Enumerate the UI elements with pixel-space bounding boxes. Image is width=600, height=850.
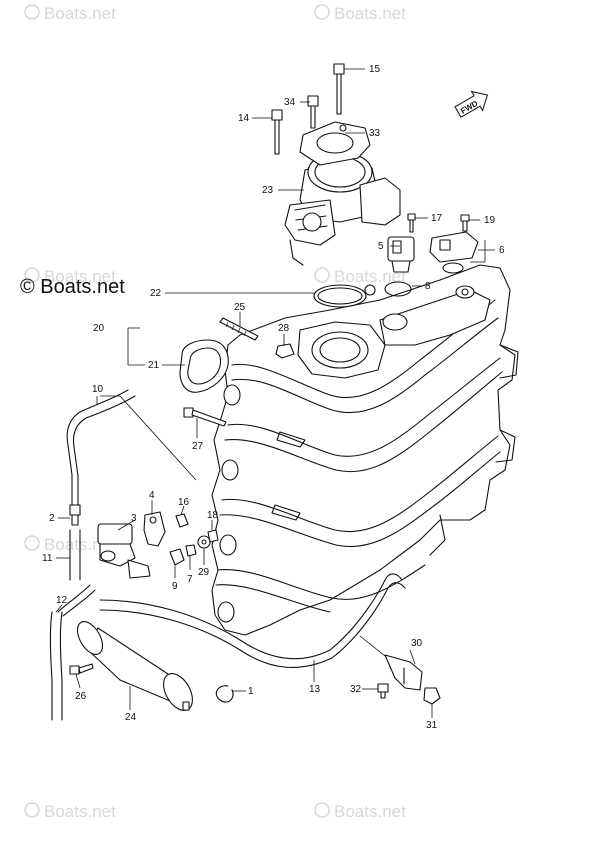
callout-14: 14 xyxy=(238,113,250,124)
callout-4: 4 xyxy=(149,490,155,501)
washer-29 xyxy=(197,535,211,549)
stud-25 xyxy=(219,317,259,341)
callout-1: 1 xyxy=(248,686,254,697)
callout-15: 15 xyxy=(369,64,381,75)
bolt-26 xyxy=(69,663,94,675)
callout-11: 11 xyxy=(42,553,53,564)
callout-21: 21 xyxy=(148,360,160,371)
o-ring-6 xyxy=(442,262,464,274)
gasket-21 xyxy=(179,339,229,393)
callout-12: 12 xyxy=(56,595,68,606)
sensor-6 xyxy=(429,231,479,263)
callout-2: 2 xyxy=(49,513,55,524)
leader-lines xyxy=(55,68,495,718)
callout-5: 5 xyxy=(378,241,384,252)
callout-27: 27 xyxy=(192,441,204,452)
watermark-bottom-right: Boats.net xyxy=(314,802,406,821)
callout-7: 7 xyxy=(187,574,193,585)
screw-19 xyxy=(460,214,470,232)
callout-32: 32 xyxy=(350,684,362,695)
bolt-32 xyxy=(377,683,389,699)
brand-copyright-text: © Boats.net xyxy=(20,276,125,298)
bracket-30 xyxy=(384,654,423,691)
watermark-top-left: Boats.net xyxy=(24,4,116,23)
valve-3 xyxy=(97,523,151,579)
fwd-arrow-icon: FWD xyxy=(454,90,489,118)
callout-34: 34 xyxy=(284,97,296,108)
o-ring-8 xyxy=(384,281,412,297)
screw-18 xyxy=(207,529,219,543)
bolt-14 xyxy=(271,109,283,155)
callout-labels: 1 2 3 4 5 6 7 8 9 10 11 12 13 14 15 16 1… xyxy=(42,64,505,731)
svg-text:Boats.net: Boats.net xyxy=(44,4,116,23)
watermark-mid-right: Boats.net xyxy=(314,267,406,286)
callout-24: 24 xyxy=(125,712,137,723)
callout-26: 26 xyxy=(75,691,87,702)
callout-29: 29 xyxy=(198,567,210,578)
filter-24 xyxy=(76,621,193,711)
fitting-2 xyxy=(69,504,81,526)
callout-13: 13 xyxy=(309,684,321,695)
callout-31: 31 xyxy=(426,720,438,731)
nut-31 xyxy=(423,687,441,705)
callout-22: 22 xyxy=(150,288,162,299)
callout-6: 6 xyxy=(499,245,505,256)
hose-11 xyxy=(69,529,81,581)
callout-17: 17 xyxy=(431,213,443,224)
callout-3: 3 xyxy=(131,513,137,524)
screw-17 xyxy=(407,213,416,233)
sensor-5 xyxy=(387,236,415,273)
callout-25: 25 xyxy=(234,302,246,313)
svg-text:Boats.net: Boats.net xyxy=(44,267,116,286)
callout-18: 18 xyxy=(207,510,219,521)
bolt-15 xyxy=(333,63,345,115)
part-7 xyxy=(185,544,197,557)
callout-16: 16 xyxy=(178,497,190,508)
callout-20: 20 xyxy=(93,323,105,334)
bracket-4 xyxy=(143,511,166,547)
hose-12 xyxy=(49,611,63,721)
callout-8: 8 xyxy=(425,281,431,292)
part-9 xyxy=(169,548,185,566)
svg-text:Boats.net: Boats.net xyxy=(334,802,406,821)
hose-10 xyxy=(66,389,129,506)
svg-text:Boats.net: Boats.net xyxy=(334,267,406,286)
watermark-bottom-left: Boats.net xyxy=(24,802,116,821)
hose-13 xyxy=(99,573,403,660)
watermark-mid-left: Boats.net xyxy=(24,267,116,286)
intake-manifold xyxy=(211,264,519,636)
bolt-34 xyxy=(307,95,319,129)
callout-28: 28 xyxy=(278,323,290,334)
nut-28 xyxy=(275,343,295,359)
callout-30: 30 xyxy=(411,638,423,649)
callout-9: 9 xyxy=(172,581,178,592)
bolt-16 xyxy=(175,513,189,528)
clip-1 xyxy=(215,685,234,703)
callout-23: 23 xyxy=(262,185,274,196)
callout-10: 10 xyxy=(92,384,104,395)
callout-33: 33 xyxy=(369,128,381,139)
svg-text:Boats.net: Boats.net xyxy=(334,4,406,23)
bolt-27 xyxy=(183,407,227,427)
watermark-top-right: Boats.net xyxy=(314,4,406,23)
callout-19: 19 xyxy=(484,215,496,226)
gasket-22 xyxy=(313,284,376,308)
svg-text:Boats.net: Boats.net xyxy=(44,802,116,821)
